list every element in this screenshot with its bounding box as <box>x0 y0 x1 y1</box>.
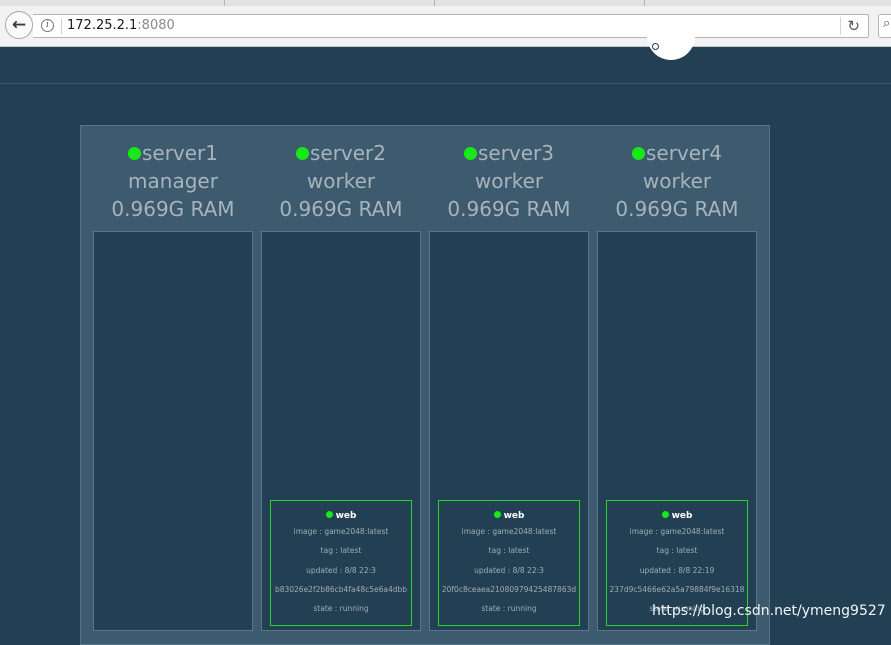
status-dot-icon <box>295 147 309 160</box>
container-image: image : game2048:latest <box>293 527 389 536</box>
status-dot-icon <box>127 147 141 160</box>
container-name: web <box>335 511 357 521</box>
container-tag: tag : latest <box>488 546 530 556</box>
node-role: worker <box>306 169 376 193</box>
container-card-web[interactable]: web image : game2048:latest tag : latest… <box>270 500 412 626</box>
address-divider <box>840 17 841 35</box>
node-name: server4 <box>645 141 723 165</box>
container-card-web[interactable]: web image : game2048:latest tag : latest… <box>438 500 580 626</box>
status-dot-icon <box>661 511 669 518</box>
url-port: :8080 <box>137 18 175 33</box>
container-image: image : game2048:latest <box>629 527 725 536</box>
container-state: state : running <box>649 604 705 614</box>
container-id: b83026e2f2b86cb4fa48c5e6a4dbb <box>274 584 408 594</box>
node-ram: 0.969G RAM <box>615 197 739 221</box>
tab-divider <box>224 0 225 6</box>
url-text[interactable]: 172.25.2.1:8080 <box>67 18 175 33</box>
container-state: state : running <box>481 604 537 614</box>
watermark: https://blog.csdn.net/ymeng9527 <box>652 603 886 619</box>
status-dot-icon <box>493 511 501 518</box>
status-dot-icon <box>325 511 333 518</box>
container-updated: updated : 8/8 22:3 <box>474 565 544 575</box>
node-header-server1: server1 manager 0.969G RAM <box>89 139 257 223</box>
header-divider <box>0 83 891 84</box>
node-column-server3: web image : game2048:latest tag : latest… <box>429 231 589 631</box>
logo-icon <box>647 30 695 60</box>
container-tag: tag : latest <box>656 546 698 556</box>
container-name: web <box>671 511 693 521</box>
container-card-web[interactable]: web image : game2048:latest tag : latest… <box>606 500 748 626</box>
address-separator <box>61 19 62 34</box>
container-tag: tag : latest <box>320 546 362 556</box>
search-box[interactable]: ⌕ <box>878 14 891 38</box>
node-ram: 0.969G RAM <box>111 197 235 221</box>
node-role: worker <box>474 169 544 193</box>
node-role: manager <box>128 169 218 193</box>
container-id: 237d9c5466e62a5a79884f9e16318 <box>609 584 745 594</box>
node-column-server4: web image : game2048:latest tag : latest… <box>597 231 757 631</box>
node-ram: 0.969G RAM <box>279 197 403 221</box>
node-name: server1 <box>141 141 219 165</box>
address-bar[interactable]: i 172.25.2.1:8080 ↻ <box>33 14 869 38</box>
container-updated: updated : 8/8 22:3 <box>306 565 376 575</box>
node-header-server2: server2 worker 0.969G RAM <box>257 139 425 223</box>
node-column-server1 <box>93 231 253 631</box>
reload-icon[interactable]: ↻ <box>847 17 860 35</box>
url-host: 172.25.2.1 <box>67 18 138 33</box>
cluster-panel: server1 manager 0.969G RAM server2 worke… <box>80 125 770 645</box>
container-name: web <box>503 511 525 521</box>
node-column-server2: web image : game2048:latest tag : latest… <box>261 231 421 631</box>
status-dot-icon <box>463 147 477 160</box>
container-updated: updated : 8/8 22:19 <box>639 565 715 575</box>
arrow-left-icon: ← <box>11 15 27 35</box>
node-ram: 0.969G RAM <box>447 197 571 221</box>
tab-divider <box>434 0 435 6</box>
container-state: state : running <box>313 604 369 614</box>
node-header-server4: server4 worker 0.969G RAM <box>593 139 761 223</box>
node-header-server3: server3 worker 0.969G RAM <box>425 139 593 223</box>
tab-divider <box>644 0 645 6</box>
node-name: server3 <box>477 141 555 165</box>
container-image: image : game2048:latest <box>461 527 557 536</box>
browser-toolbar: ← i 172.25.2.1:8080 ↻ ⌕ <box>0 6 891 47</box>
back-button[interactable]: ← <box>5 11 33 39</box>
node-role: worker <box>642 169 712 193</box>
container-id: 20f0c8ceaea21080979425487863d <box>441 584 577 594</box>
info-icon[interactable]: i <box>41 19 54 32</box>
status-dot-icon <box>631 147 645 160</box>
search-icon: ⌕ <box>883 16 891 31</box>
node-name: server2 <box>309 141 387 165</box>
